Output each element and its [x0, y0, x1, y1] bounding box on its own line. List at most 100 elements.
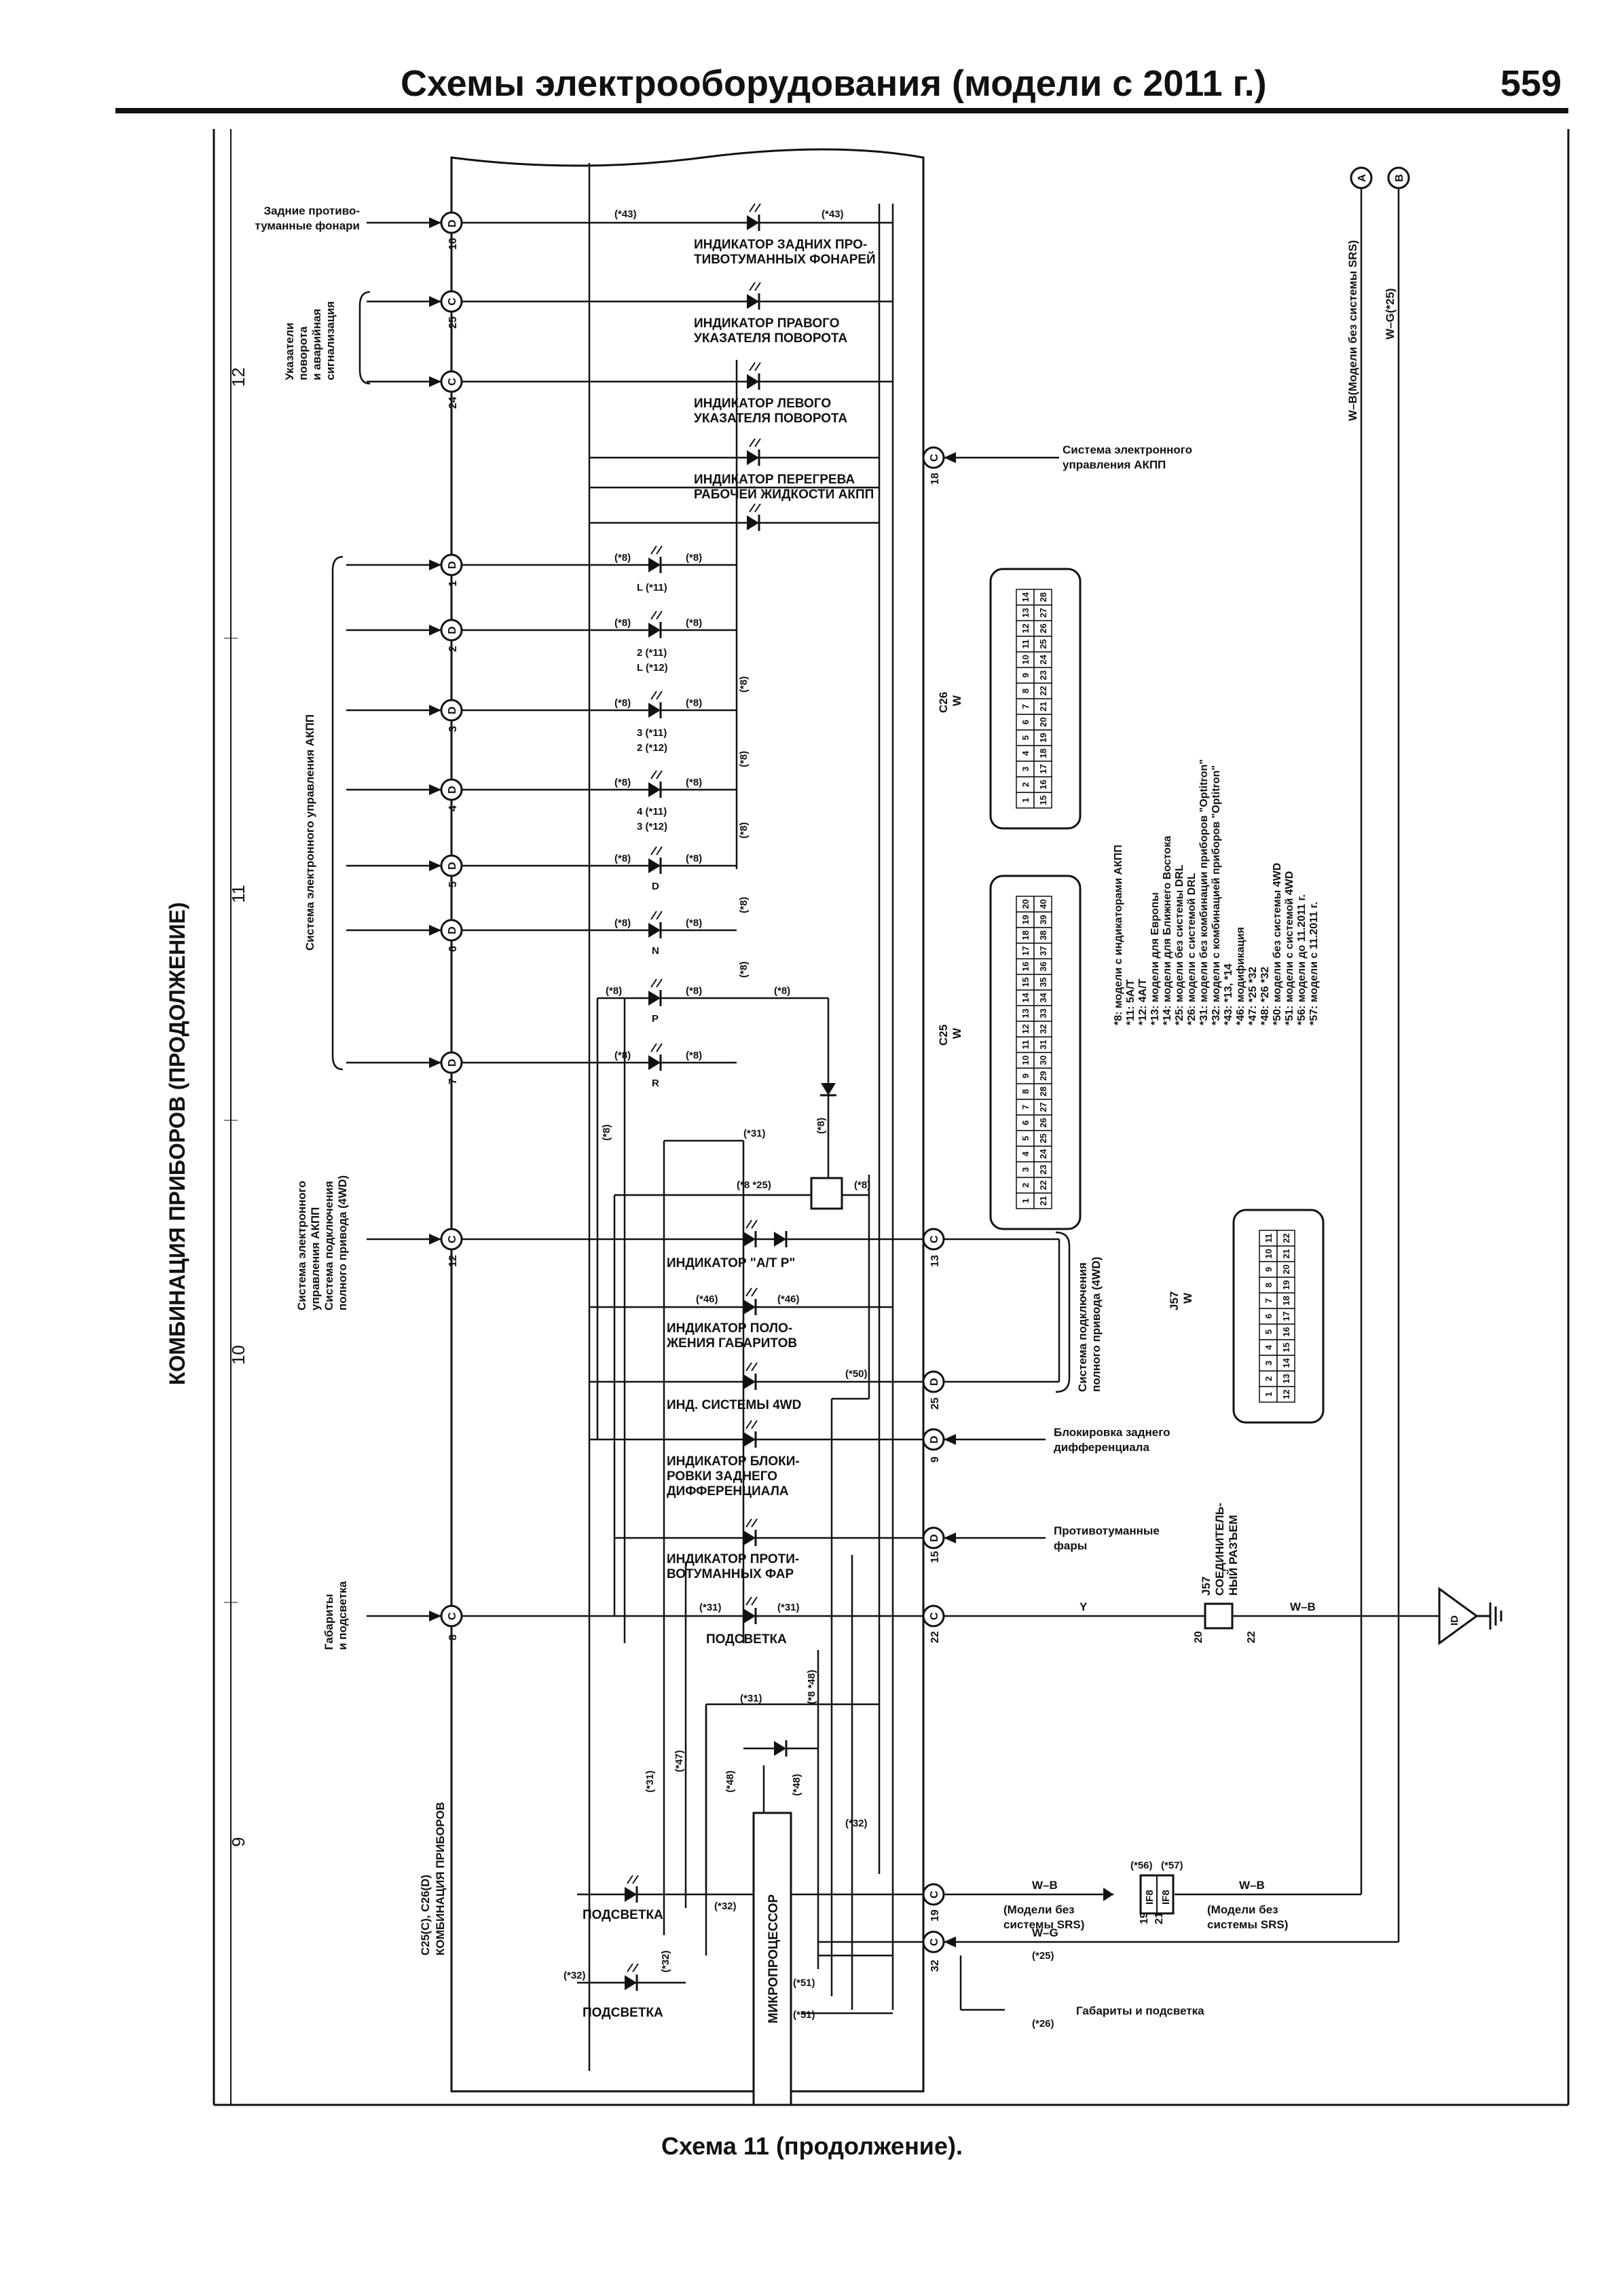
wiring	[346, 163, 1439, 2071]
svg-text:(*50): (*50)	[845, 1368, 868, 1380]
svg-text:Система подключения: Система подключения	[1076, 1262, 1089, 1392]
svg-text:D: D	[929, 1378, 940, 1386]
j57-joint-connector	[1204, 1602, 1234, 1630]
j57-face-pin-number: 5	[1263, 1329, 1274, 1334]
ground-symbol	[1438, 1587, 1502, 1645]
svg-text:(*46): (*46)	[696, 1293, 718, 1305]
svg-text:дифференциала: дифференциала	[1054, 1441, 1149, 1454]
svg-text:D: D	[447, 561, 458, 569]
c26-face-pin-number: 28	[1038, 592, 1048, 602]
j57-face-pin-number: 7	[1263, 1298, 1274, 1303]
c26-face-pin-number: 14	[1020, 592, 1031, 602]
c26-face-pin-number: 11	[1020, 640, 1031, 649]
c26-face-pin-number: 25	[1038, 639, 1048, 648]
svg-text:(*31): (*31)	[740, 1693, 762, 1704]
footnote: *57: модели с 11.2011 г.	[1308, 902, 1320, 1025]
c26-face-pin-number: 1	[1020, 798, 1031, 803]
svg-text:C: C	[929, 1890, 940, 1898]
svg-text:J57: J57	[1200, 1577, 1213, 1596]
svg-text:(*8): (*8)	[738, 676, 750, 693]
footnotes: *8: модели с индикаторами АКПП*11: 5A/T*…	[1113, 759, 1320, 1025]
svg-text:(*26): (*26)	[1032, 2018, 1054, 2030]
svg-text:D: D	[652, 881, 659, 892]
footnote: *47: *25 *32	[1247, 967, 1259, 1025]
svg-text:13: 13	[929, 1255, 941, 1267]
svg-text:1: 1	[447, 581, 459, 587]
svg-text:(*31): (*31)	[644, 1770, 656, 1793]
svg-text:24: 24	[447, 397, 459, 409]
svg-text:(*8): (*8)	[738, 961, 750, 978]
c25-face-pin-number: 10	[1020, 1055, 1031, 1065]
svg-text:(*48): (*48)	[724, 1770, 736, 1793]
svg-text:20: 20	[1193, 1631, 1204, 1643]
c25-face-pin-number: 30	[1038, 1055, 1048, 1065]
svg-text:3 (*12): 3 (*12)	[637, 821, 667, 832]
svg-text:РАБОЧЕЙ ЖИДКОСТИ АКПП: РАБОЧЕЙ ЖИДКОСТИ АКПП	[694, 487, 874, 502]
svg-text:Система подключения: Система подключения	[322, 1181, 335, 1310]
svg-text:ИНДИКАТОР ПЕРЕГРЕВА: ИНДИКАТОР ПЕРЕГРЕВА	[694, 473, 855, 487]
svg-text:туманные фонари: туманные фонари	[255, 219, 360, 232]
right-labels: Система электронного управления АКПП Сис…	[1003, 240, 1397, 2017]
svg-text:(*8): (*8)	[601, 1124, 612, 1141]
svg-text:R: R	[652, 1078, 659, 1089]
c25-face-pin-number: 33	[1038, 1008, 1048, 1018]
j57-face-pin-number: 3	[1263, 1361, 1274, 1365]
svg-text:(*8 *25): (*8 *25)	[737, 1179, 771, 1191]
svg-text:Задние противо-: Задние противо-	[264, 204, 360, 217]
svg-text:C: C	[929, 1612, 940, 1620]
svg-text:фары: фары	[1054, 1539, 1087, 1552]
j57-face-pin-number: 12	[1281, 1389, 1291, 1399]
svg-text:C: C	[447, 297, 458, 306]
svg-text:ЖЕНИЯ ГАБАРИТОВ: ЖЕНИЯ ГАБАРИТОВ	[666, 1336, 797, 1351]
footnote: *31: модели без комбинации приборов "Opt…	[1198, 759, 1210, 1025]
c25-face-pin-number: 28	[1038, 1086, 1048, 1096]
svg-text:(*8): (*8)	[614, 917, 631, 929]
c25-face-pin-number: 23	[1038, 1164, 1048, 1174]
if8-connector: IF8 IF8	[1139, 1874, 1175, 1915]
svg-text:ИНДИКАТОР ПРАВОГО: ИНДИКАТОР ПРАВОГО	[694, 316, 840, 331]
svg-text:C25: C25	[937, 1025, 950, 1046]
page-title: Схемы электрооборудования (модели с 2011…	[401, 63, 1267, 104]
c25-face-pin-number: 1	[1020, 1198, 1031, 1203]
svg-text:C: C	[447, 378, 458, 386]
svg-text:(*8): (*8)	[686, 552, 702, 564]
svg-text:(*8): (*8)	[774, 985, 790, 997]
svg-text:СОЕДИНИТЕЛЬ-: СОЕДИНИТЕЛЬ-	[1213, 1503, 1226, 1596]
svg-text:(Модели без: (Модели без	[1207, 1903, 1278, 1916]
footnote: *26: модели с системой DRL	[1186, 873, 1198, 1025]
svg-text:(*46): (*46)	[777, 1293, 800, 1305]
svg-text:Система электронного: Система электронного	[1063, 443, 1192, 456]
svg-text:ИНДИКАТОР ЗАДНИХ ПРО-: ИНДИКАТОР ЗАДНИХ ПРО-	[694, 238, 867, 252]
svg-text:поворота: поворота	[297, 326, 310, 380]
c25-face-pin-number: 26	[1038, 1118, 1048, 1127]
c25-face-pin-number: 37	[1038, 946, 1048, 955]
svg-text:D: D	[447, 926, 458, 934]
svg-text:(*8): (*8)	[854, 1179, 870, 1191]
j57-face-pin-number: 21	[1281, 1249, 1291, 1258]
c26-face-pin-number: 10	[1020, 655, 1031, 664]
j57-face-pin-number: 8	[1263, 1283, 1274, 1287]
footnote: *13: модели для Европы	[1149, 892, 1161, 1025]
footnote: *51: модели с системой 4WD	[1284, 871, 1295, 1025]
c25-face-pin-number: 22	[1038, 1180, 1048, 1190]
j57-face-pin-number: 14	[1281, 1358, 1291, 1368]
svg-text:15: 15	[929, 1551, 941, 1563]
j57-face-pin-number: 6	[1263, 1314, 1274, 1319]
svg-text:12: 12	[447, 1255, 459, 1267]
c25-face-pin-number: 38	[1038, 930, 1048, 940]
ab-terminals: A B	[1350, 166, 1410, 189]
frame	[115, 108, 1570, 2106]
c25-face-pin-number: 19	[1020, 915, 1031, 924]
svg-text:D: D	[447, 862, 458, 870]
j57-face-pin-number: 9	[1263, 1267, 1274, 1272]
footnote: *14: модели для Ближнего Востока	[1162, 836, 1173, 1025]
zone-numbers: 12 11 10 9	[228, 367, 248, 1847]
microprocessor-box	[752, 1812, 792, 2106]
j57-label: J57 СОЕДИНИТЕЛЬ- НЫЙ РАЗЪЕМ	[1200, 1503, 1240, 1596]
svg-text:Блокировка заднего: Блокировка заднего	[1054, 1426, 1170, 1439]
svg-text:(*8): (*8)	[614, 1050, 631, 1061]
j57-face-pin-number: 18	[1281, 1296, 1291, 1305]
svg-text:(Модели без: (Модели без	[1003, 1903, 1075, 1916]
footnote: *56: модели до 11.2011 г.	[1296, 894, 1308, 1025]
svg-text:(*31): (*31)	[743, 1128, 766, 1139]
